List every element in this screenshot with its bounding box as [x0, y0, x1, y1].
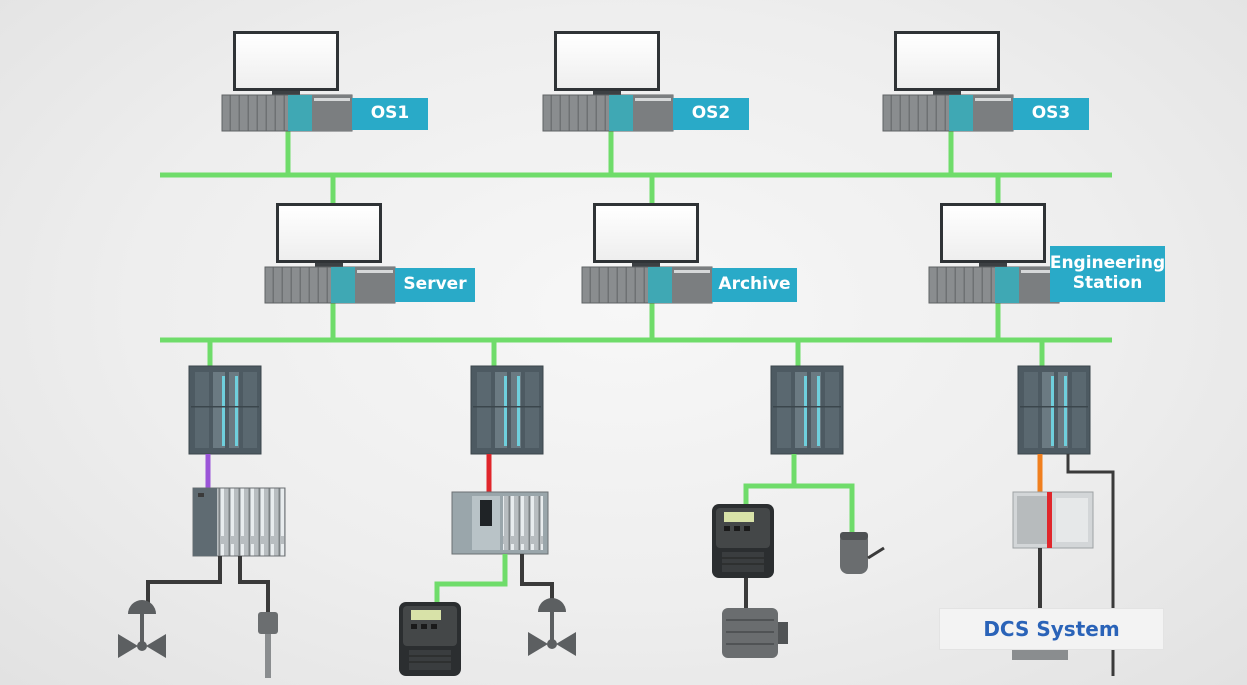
controller-3 — [770, 365, 844, 455]
controller-1 — [188, 365, 262, 455]
plc-rack — [451, 491, 549, 555]
archive-workstation — [581, 202, 713, 304]
engineering-workstation — [928, 202, 1060, 304]
motor-icon — [722, 608, 788, 658]
encoder-icon — [840, 532, 885, 574]
drive-bus-3 — [743, 454, 855, 532]
field-device-base — [1012, 650, 1068, 660]
os2-workstation — [542, 30, 674, 132]
io-device — [1012, 491, 1094, 549]
dcs-system-caption: DCS System — [939, 608, 1164, 650]
drive-icon — [398, 601, 462, 677]
os2-label: OS2 — [673, 98, 749, 130]
os3-workstation — [882, 30, 1014, 132]
controller-4 — [1017, 365, 1091, 455]
os1-workstation — [221, 30, 353, 132]
drive-icon — [711, 503, 775, 579]
temperature-sensor-icon — [258, 612, 278, 678]
os3-label: OS3 — [1013, 98, 1089, 130]
remote-io-rack — [192, 487, 286, 557]
terminal-bus — [160, 301, 1112, 366]
controller-2 — [470, 365, 544, 455]
server-label: Server — [395, 268, 475, 302]
archive-label: Archive — [712, 268, 797, 302]
plant-bus — [160, 130, 1112, 205]
drive-bus-2 — [434, 554, 508, 604]
field-cables-1 — [146, 556, 270, 612]
valve-icon — [528, 598, 576, 656]
os1-label: OS1 — [352, 98, 428, 130]
engineering-station-label: Engineering Station — [1050, 246, 1165, 302]
field-cable-4 — [1066, 454, 1115, 676]
server-workstation — [264, 202, 396, 304]
valve-icon — [118, 600, 166, 658]
